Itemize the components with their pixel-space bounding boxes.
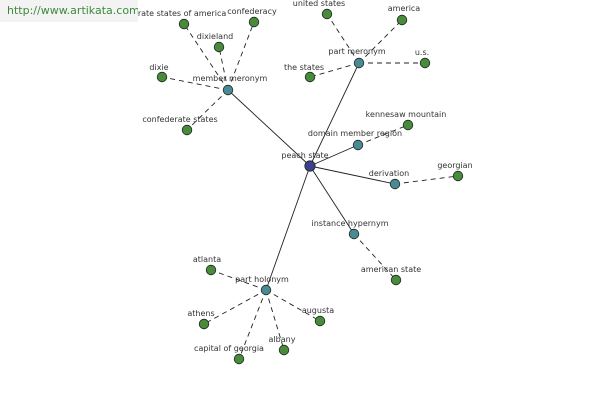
node-leaf-confederate-states-of-america[interactable]: [178, 18, 190, 30]
label-leaf-america: america: [388, 4, 421, 13]
label-leaf-u-s: u.s.: [415, 48, 429, 57]
node-relation-member-meronym[interactable]: [222, 84, 234, 96]
node-leaf-the-states[interactable]: [304, 71, 316, 83]
label-leaf-capital-of-georgia: capital of georgia: [194, 344, 264, 353]
node-leaf-confederate-states[interactable]: [181, 124, 193, 136]
label-relation-instance-hypernym: instance hypernym: [312, 219, 389, 228]
node-leaf-united-states[interactable]: [321, 8, 333, 20]
node-leaf-atlanta[interactable]: [205, 264, 217, 276]
label-leaf-athens: athens: [187, 309, 214, 318]
label-leaf-confederate-states-of-america: confederate states of america: [106, 9, 227, 18]
watermark-url: http://www.artikata.com: [0, 0, 138, 22]
node-leaf-u-s[interactable]: [419, 57, 431, 69]
edge-root-domain-member-region: [309, 144, 359, 167]
node-leaf-augusta[interactable]: [314, 315, 326, 327]
edge-root-part-meronym: [309, 62, 360, 167]
label-relation-part-holonym: part holonym: [235, 275, 289, 284]
node-leaf-america[interactable]: [396, 14, 408, 26]
edge-part-meronym-america: [358, 19, 403, 64]
label-relation-part-meronym: part meronym: [328, 47, 385, 56]
node-leaf-albany[interactable]: [278, 344, 290, 356]
label-leaf-dixieland: dixieland: [197, 32, 233, 41]
label-relation-domain-member-region: domain member region: [308, 129, 402, 138]
node-leaf-capital-of-georgia[interactable]: [233, 353, 245, 365]
node-leaf-dixie[interactable]: [156, 71, 168, 83]
label-leaf-augusta: augusta: [302, 306, 334, 315]
label-leaf-dixie: dixie: [149, 63, 168, 72]
label-leaf-confederate-states: confederate states: [142, 115, 217, 124]
node-leaf-dixieland[interactable]: [213, 41, 225, 53]
edge-part-holonym-capital-of-georgia: [238, 289, 267, 360]
node-root-peach-state[interactable]: [304, 160, 316, 172]
edge-derivation-georgian: [394, 175, 459, 185]
label-relation-member-meronym: member meronym: [193, 74, 268, 83]
node-leaf-confederacy[interactable]: [248, 16, 260, 28]
edge-member-meronym-confederacy: [227, 21, 255, 91]
edge-root-derivation: [309, 165, 396, 185]
edge-member-meronym-confederate-states-of-america: [183, 23, 229, 91]
label-leaf-kennesaw-mountain: kennesaw mountain: [366, 110, 447, 119]
node-leaf-georgian[interactable]: [452, 170, 464, 182]
node-relation-part-meronym[interactable]: [353, 57, 365, 69]
edge-part-meronym-united-states: [326, 13, 360, 64]
label-leaf-united-states: united states: [293, 0, 345, 8]
edge-member-meronym-confederate-states: [186, 89, 229, 131]
label-leaf-confederacy: confederacy: [227, 7, 277, 16]
label-leaf-georgian: georgian: [437, 161, 472, 170]
label-relation-derivation: derivation: [369, 169, 409, 178]
node-relation-domain-member-region[interactable]: [352, 139, 364, 151]
node-leaf-american-state[interactable]: [390, 274, 402, 286]
edge-instance-hypernym-american-state: [353, 233, 397, 281]
label-leaf-atlanta: atlanta: [193, 255, 221, 264]
node-relation-part-holonym[interactable]: [260, 284, 272, 296]
node-leaf-athens[interactable]: [198, 318, 210, 330]
edge-root-part-holonym: [265, 165, 311, 291]
label-leaf-albany: albany: [269, 335, 296, 344]
label-leaf-the-states: the states: [284, 63, 324, 72]
edge-part-holonym-atlanta: [210, 269, 267, 291]
edge-part-holonym-albany: [265, 289, 285, 351]
edge-root-instance-hypernym: [309, 165, 355, 235]
edge-member-meronym-dixieland: [218, 46, 229, 91]
edge-part-holonym-augusta: [265, 289, 321, 322]
edge-root-member-meronym: [227, 89, 311, 167]
label-root: peach state: [281, 151, 328, 160]
node-relation-derivation[interactable]: [389, 178, 401, 190]
edge-member-meronym-dixie: [161, 76, 229, 91]
node-relation-instance-hypernym[interactable]: [348, 228, 360, 240]
node-leaf-kennesaw-mountain[interactable]: [402, 119, 414, 131]
label-leaf-american-state: american state: [361, 265, 421, 274]
edge-part-holonym-athens: [203, 289, 267, 325]
